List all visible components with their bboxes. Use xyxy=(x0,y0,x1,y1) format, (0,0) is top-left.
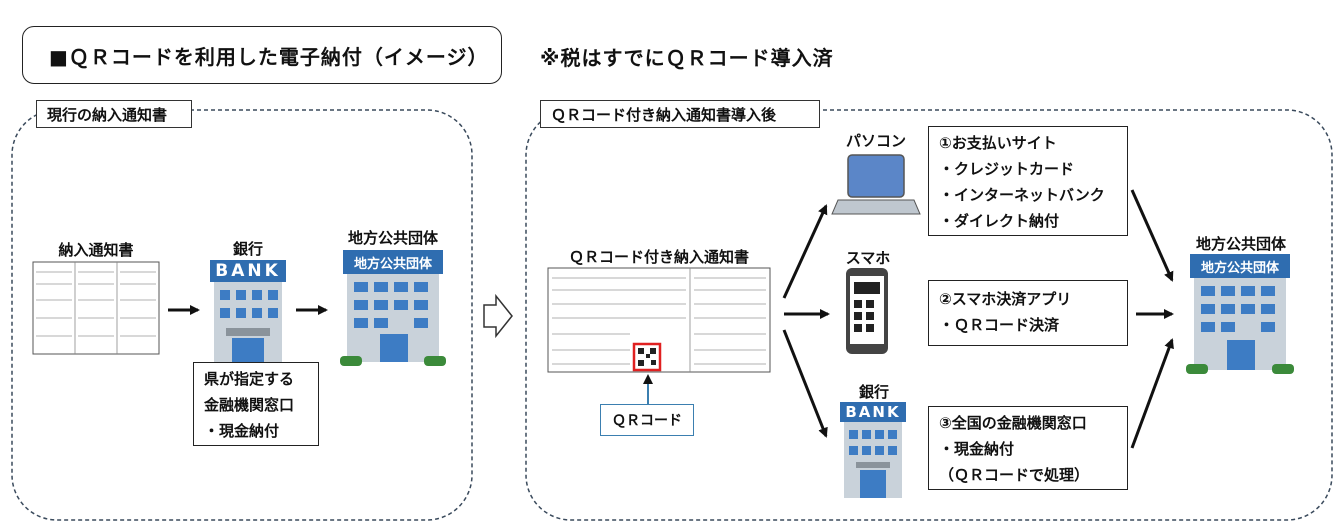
page-title: ■ＱＲコードを利用した電子納付（イメージ） xyxy=(22,26,502,84)
pc-label: パソコン xyxy=(845,132,906,150)
left-panel-tab: 現行の納入通知書 xyxy=(36,100,192,128)
bank-label: 銀行 xyxy=(232,240,263,258)
right-panel-border xyxy=(525,109,1333,521)
box-line: ・現金納付 xyxy=(204,422,280,440)
note-text: ※税はすでにＱＲコード導入済 xyxy=(540,46,834,70)
smartphone-label: スマホ xyxy=(845,249,891,267)
box-line: ・ダイレクト納付 xyxy=(939,212,1060,230)
left-panel-border xyxy=(11,109,473,521)
bank-label-right: 銀行 xyxy=(858,383,889,401)
designated-bank-box: 県が指定する 金融機関窓口 ・現金納付 xyxy=(193,362,319,446)
box-line: ・ＱＲコード決済 xyxy=(939,316,1060,334)
nationwide-bank-box: ③全国の金融機関窓口 ・現金納付 （ＱＲコードで処理） xyxy=(928,406,1128,490)
right-panel-tab: ＱＲコード付き納入通知書導入後 xyxy=(540,100,820,128)
government-building-icon xyxy=(340,250,446,366)
bank-building-icon xyxy=(210,260,286,366)
box-line: ・インターネットバンク xyxy=(939,186,1105,204)
box-line: 金融機関窓口 xyxy=(204,396,295,414)
bank-sign-right: BANK xyxy=(845,403,901,421)
government-label: 地方公共団体 xyxy=(347,229,438,247)
bank-building-icon-right xyxy=(840,402,906,498)
box-line: ③全国の金融機関窓口 xyxy=(939,414,1087,432)
government-building-icon-right xyxy=(1186,254,1294,374)
laptop-icon xyxy=(831,154,921,215)
payment-site-box: ①お支払いサイト ・クレジットカード ・インターネットバンク ・ダイレクト納付 xyxy=(928,126,1128,236)
box-line: ②スマホ決済アプリ xyxy=(939,290,1072,308)
notice-label: 納入通知書 xyxy=(58,241,134,259)
qr-notice-document-icon xyxy=(547,267,771,373)
bank-sign: BANK xyxy=(215,261,281,281)
smartphone-icon xyxy=(846,268,888,354)
transition-arrow-icon xyxy=(483,293,513,339)
box-line: ・クレジットカード xyxy=(939,160,1075,178)
government-sign-right: 地方公共団体 xyxy=(1200,261,1279,276)
box-line: 県が指定する xyxy=(204,370,295,388)
box-line: ・現金納付 xyxy=(939,440,1015,458)
government-sign: 地方公共団体 xyxy=(353,257,432,272)
box-line: ①お支払いサイト xyxy=(939,134,1057,152)
government-label-right: 地方公共団体 xyxy=(1195,235,1286,253)
qr-code-callout: ＱＲコード xyxy=(600,404,694,436)
notice-document-icon xyxy=(32,261,160,355)
qr-notice-label: ＱＲコード付き納入通知書 xyxy=(568,248,749,266)
box-line: （ＱＲコードで処理） xyxy=(939,466,1090,484)
smartphone-app-box: ②スマホ決済アプリ ・ＱＲコード決済 xyxy=(928,280,1128,346)
